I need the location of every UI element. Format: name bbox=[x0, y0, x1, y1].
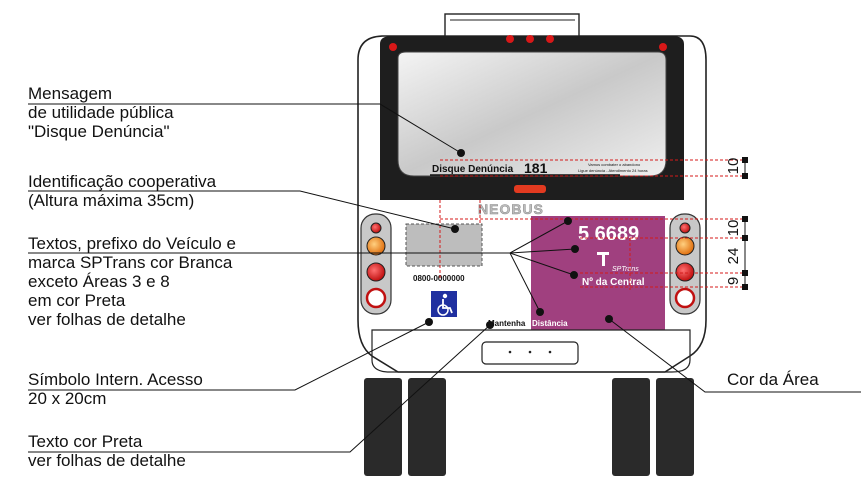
dimension-label: 10 bbox=[725, 220, 742, 237]
roof-fairing bbox=[444, 13, 580, 37]
reference-lines bbox=[439, 159, 745, 290]
callout-cor-area: Cor da Área bbox=[727, 370, 819, 389]
dimension-markers bbox=[742, 157, 748, 290]
wheel-right-outer bbox=[656, 378, 694, 476]
marker-lamp-icon bbox=[389, 43, 397, 51]
accessibility-head-icon bbox=[442, 293, 448, 299]
callout-mensagem-line1: Mensagem bbox=[28, 84, 113, 103]
small-message-1: Vamos combater o abandono bbox=[588, 162, 641, 167]
small-message-2: Ligue denúncia - Atendimento 24 horas bbox=[578, 168, 648, 173]
right-brake-lamp-icon bbox=[675, 262, 695, 282]
sptrans-logo-icon bbox=[602, 252, 605, 266]
leader-lines bbox=[28, 103, 861, 453]
right-turn-lamp-icon bbox=[675, 236, 695, 256]
third-brake-light bbox=[514, 185, 546, 193]
callout-textos-line1: Textos, prefixo do Veículo e bbox=[28, 234, 236, 253]
plate-bolt-icon bbox=[508, 350, 512, 354]
marker-lamp-icon bbox=[506, 35, 514, 43]
plate-bolt-icon bbox=[528, 350, 532, 354]
right-lamp-small-icon bbox=[679, 222, 691, 234]
line-number: 181 bbox=[524, 160, 548, 176]
callout-identificacao-line1: Identificação cooperativa bbox=[28, 172, 217, 191]
dimension-label: 24 bbox=[725, 248, 742, 265]
dimension-label: 10 bbox=[725, 158, 742, 175]
disque-denuncia-text: Disque Denúncia bbox=[432, 164, 514, 175]
wheel-left-outer bbox=[364, 378, 402, 476]
callout-simbolo-line1: Símbolo Intern. Acesso bbox=[28, 370, 203, 389]
left-brake-lamp-icon bbox=[366, 262, 386, 282]
callout-textos-line5: ver folhas de detalhe bbox=[28, 310, 186, 329]
vehicle-prefix: 5 6689 bbox=[578, 223, 639, 245]
callout-textos: Textos, prefixo do Veículo e marca SPTra… bbox=[28, 234, 236, 329]
plate-bolt-icon bbox=[548, 350, 552, 354]
callout-texto-preta: Texto cor Preta ver folhas de detalhe bbox=[28, 432, 186, 470]
left-lamp-small-icon bbox=[370, 222, 382, 234]
accessibility-wheel-icon bbox=[437, 304, 449, 316]
callout-textos-line2: marca SPTrans cor Branca bbox=[28, 253, 233, 272]
callout-textos-line4: em cor Preta bbox=[28, 291, 126, 310]
central-number: Nº da Central bbox=[582, 277, 645, 288]
cooperative-id-box bbox=[405, 223, 483, 267]
rear-bumper bbox=[371, 329, 691, 373]
marker-lamp-icon bbox=[546, 35, 554, 43]
left-reverse-lamp-icon bbox=[365, 287, 387, 309]
marker-lamp-icon bbox=[659, 43, 667, 51]
callout-textos-line3: exceto Áreas 3 e 8 bbox=[28, 272, 170, 291]
mantenha-text: Mantenha bbox=[488, 319, 526, 328]
phone-number: 0800-0000000 bbox=[413, 274, 465, 283]
callout-texto-preta-line1: Texto cor Preta bbox=[28, 432, 143, 451]
wheel-right-inner bbox=[612, 378, 650, 476]
callout-simbolo: Símbolo Intern. Acesso 20 x 20cm bbox=[28, 370, 203, 408]
accessibility-figure-icon bbox=[442, 299, 453, 314]
callout-mensagem-line2: de utilidade pública bbox=[28, 103, 174, 122]
rear-window-glass bbox=[397, 51, 667, 177]
left-turn-lamp-icon bbox=[366, 236, 386, 256]
dimension-label: 9 bbox=[725, 277, 742, 285]
callout-identificacao-line2: (Altura máxima 35cm) bbox=[28, 191, 195, 210]
right-reverse-lamp-icon bbox=[674, 287, 696, 309]
leader-dots bbox=[425, 149, 613, 329]
brand-logo: NEOBUS bbox=[478, 201, 544, 217]
callout-mensagem: Mensagem de utilidade pública "Disque De… bbox=[28, 84, 174, 141]
sptrans-brand: SPTrans bbox=[612, 266, 639, 273]
callout-simbolo-line2: 20 x 20cm bbox=[28, 389, 107, 408]
callout-mensagem-line3: "Disque Denúncia" bbox=[28, 122, 170, 141]
callout-texto-preta-line2: ver folhas de detalhe bbox=[28, 451, 186, 470]
distancia-text: Distância bbox=[532, 319, 568, 328]
wheel-left-inner bbox=[408, 378, 446, 476]
callout-identificacao: Identificação cooperativa (Altura máxima… bbox=[28, 172, 216, 210]
marker-lamp-icon bbox=[526, 35, 534, 43]
